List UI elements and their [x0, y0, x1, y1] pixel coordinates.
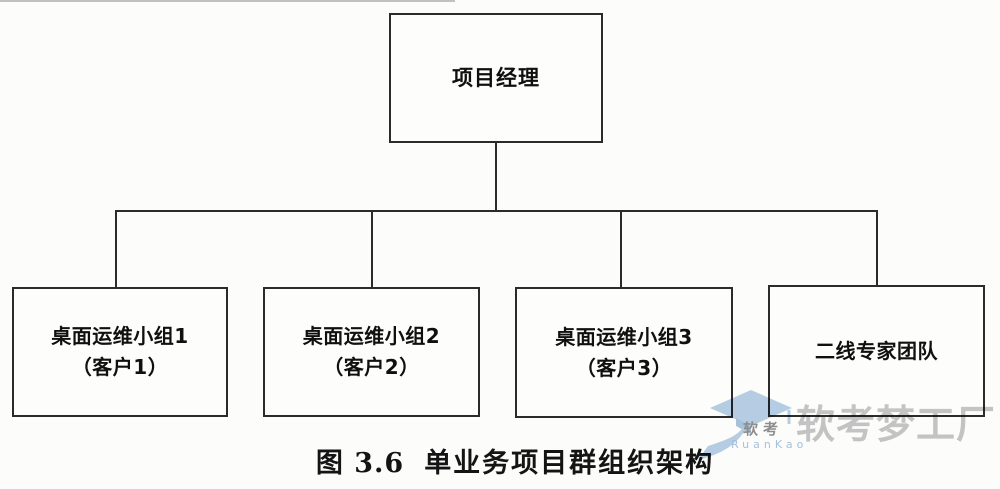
scan-artifact-line [0, 0, 455, 2]
node-project-manager-label: 项目经理 [452, 65, 540, 90]
node-team-2-client: （客户2） [323, 355, 420, 379]
node-expert-team: 二线专家团队 [768, 285, 985, 417]
figure-title: 单业务项目群组织架构 [424, 448, 715, 479]
node-team-2-name: 桌面运维小组2 [302, 324, 441, 348]
figure-caption: 图 3.6 单业务项目群组织架构 [0, 441, 1000, 480]
node-project-manager: 项目经理 [389, 13, 603, 143]
node-desktop-ops-team-1: 桌面运维小组1 （客户1） [12, 287, 228, 417]
figure-number: 图 3.6 [315, 448, 405, 479]
node-team-3-client: （客户3） [575, 355, 673, 380]
node-desktop-ops-team-2: 桌面运维小组2 （客户2） [263, 287, 480, 417]
node-expert-team-name: 二线专家团队 [815, 338, 938, 363]
node-team-1-client: （客户1） [71, 355, 169, 379]
node-team-1-name: 桌面运维小组1 [51, 324, 189, 348]
node-desktop-ops-team-3: 桌面运维小组3 （客户3） [515, 287, 733, 418]
node-team-3-name: 桌面运维小组3 [555, 324, 693, 349]
